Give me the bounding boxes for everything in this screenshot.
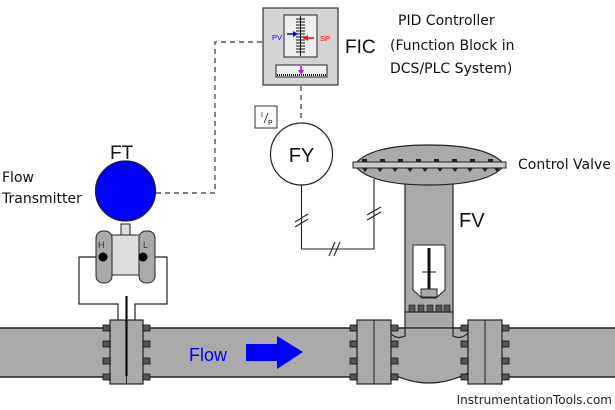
pneumatic-signal-line [294,179,382,257]
ip-label-bottom: P [268,120,273,127]
process-pipe [0,327,615,378]
pid-controller-faceplate [262,7,339,86]
flow-direction-arrow-icon [246,336,303,369]
controller-description-line-3: DCS/PLC System) [390,61,512,77]
transmitter-description-line-2: Transmitter [1,191,82,207]
ip-divider [263,112,269,124]
high-port-label: H [98,240,105,250]
transmitter-description-line-1: Flow [2,170,34,186]
ip-label-top: I [261,112,263,119]
valve-description: Control Valve [518,157,611,173]
control-valve [349,144,510,385]
valve-tag: FV [459,210,485,232]
transmitter-head [94,160,157,222]
pv-arrow-icon [287,31,298,37]
signal-line-ft-to-fic [156,41,262,194]
low-port-label: L [143,240,148,250]
impulse-lines [78,256,168,320]
low-port-tap [138,252,148,262]
high-port-tap [98,252,108,262]
watermark: InstrumentationTools.com [457,393,612,407]
controller-scale-ticks [296,18,305,53]
orifice-plate-flange [102,296,151,385]
controller-description-line-1: PID Controller [398,13,495,29]
pv-label: PV [272,33,282,42]
flow-transmitter [94,160,157,284]
controller-description-line-2: (Function Block in [390,38,515,54]
sp-arrow-icon [303,35,314,41]
transducer-tag: FY [289,145,315,167]
flow-label: Flow [189,345,228,365]
output-arrow-icon [298,66,304,75]
transmitter-tag: FT [110,143,134,164]
sp-label: SP [320,34,330,43]
controller-tag: FIC [345,37,376,58]
